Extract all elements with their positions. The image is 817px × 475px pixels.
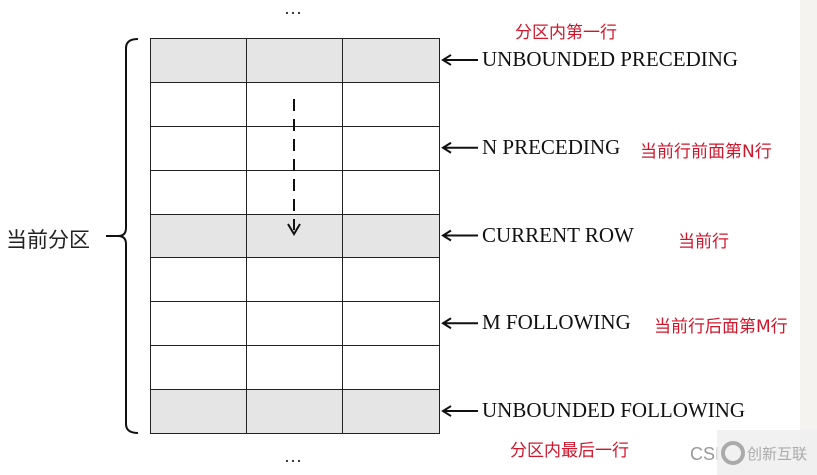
frame-label: CURRENT ROW: [482, 222, 634, 247]
frame-note: 分区内最后一行: [510, 441, 629, 461]
frame-label: UNBOUNDED FOLLOWING: [482, 398, 746, 423]
grid-cell: [150, 389, 247, 434]
pointer-arrow: [441, 229, 478, 242]
frame-label: UNBOUNDED PRECEDING: [482, 46, 739, 71]
frame-note: 分区内第一行: [515, 23, 617, 43]
partition-label: 当前分区: [6, 228, 90, 252]
pointer-arrow: [441, 141, 478, 154]
pointer-arrow: [441, 54, 478, 66]
grid-cell: [150, 38, 247, 83]
arrow-head: [287, 223, 301, 236]
frame-note: 当前行前面第N行: [640, 141, 772, 162]
partition-bracket: [106, 38, 139, 434]
grid-cell: [246, 38, 343, 83]
pointer-arrow: [441, 317, 478, 330]
side-strip: [800, 0, 817, 475]
frame-label: M FOLLOWING: [482, 310, 631, 335]
watermark-prefix: CSI: [690, 444, 721, 464]
frame-label: N PRECEDING: [482, 134, 621, 159]
frame-note: 当前行: [678, 231, 729, 252]
grid-cell: [246, 389, 343, 434]
row-grid: [150, 38, 440, 434]
grid-cell: [342, 38, 440, 83]
frame-note: 当前行后面第M行: [654, 317, 788, 338]
grid-cell: [342, 389, 440, 434]
ellipsis-top: …: [284, 0, 303, 18]
pointer-arrow: [441, 405, 478, 417]
ellipsis-bottom: …: [284, 446, 303, 466]
watermark-brand: 创新互联: [747, 445, 808, 463]
grid-cell: [342, 213, 440, 259]
